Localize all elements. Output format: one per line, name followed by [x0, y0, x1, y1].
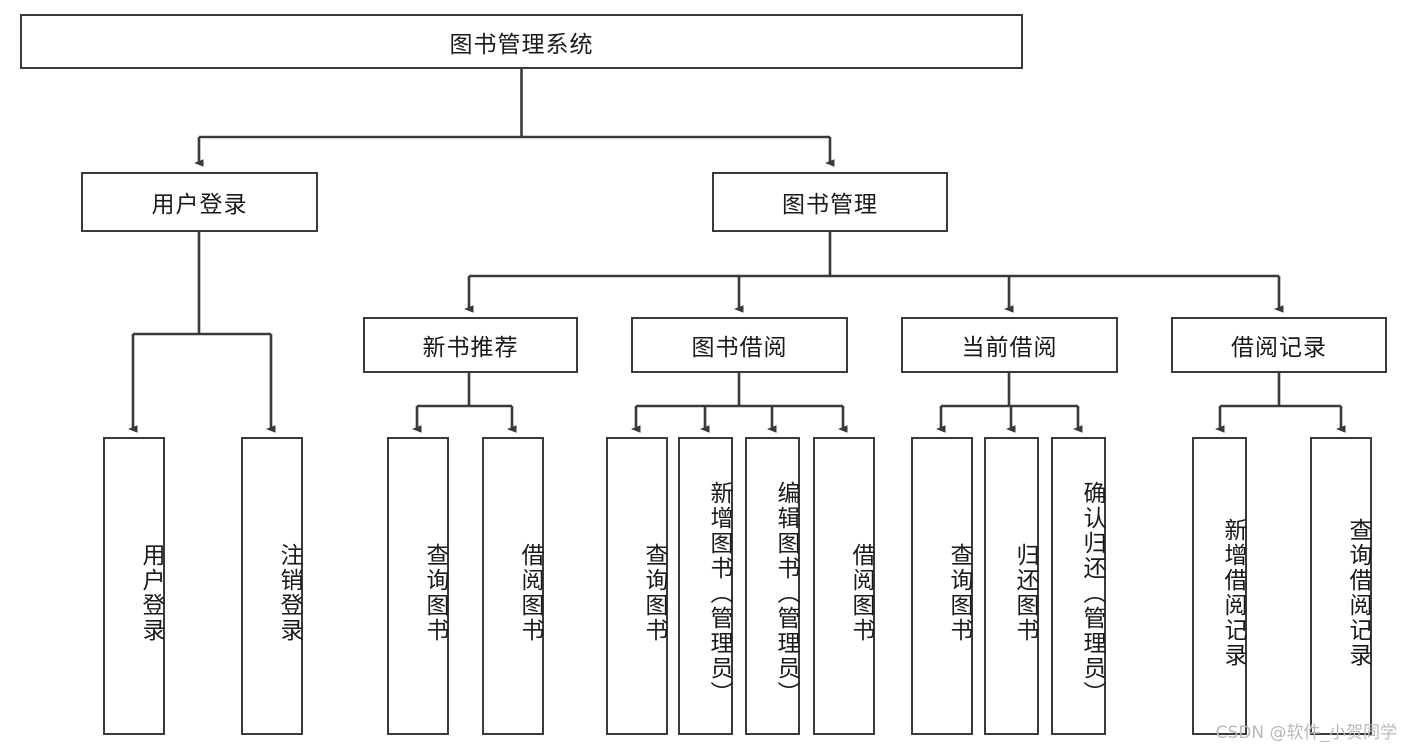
node-label: 新增图书（管理员）	[706, 480, 732, 706]
node-label: 用户登录	[138, 543, 164, 643]
leaf-edit-book-admin[interactable]: 编辑图书（管理员）	[745, 437, 800, 735]
leaf-query-book-recommend[interactable]: 查询图书	[387, 437, 449, 735]
leaf-confirm-return-admin[interactable]: 确认归还（管理员）	[1051, 437, 1106, 735]
node-label: 借阅图书	[848, 543, 874, 643]
node-label: 图书管理系统	[449, 31, 594, 58]
leaf-user-login[interactable]: 用户登录	[103, 437, 165, 735]
node-user-login[interactable]: 用户登录	[81, 172, 318, 232]
node-root[interactable]: 图书管理系统	[20, 14, 1023, 69]
node-label: 图书管理	[782, 192, 878, 218]
node-label: 用户登录	[151, 192, 248, 218]
node-label: 查询借阅记录	[1345, 518, 1371, 668]
node-label: 借阅图书	[517, 543, 543, 643]
node-label: 借阅记录	[1231, 335, 1327, 361]
leaf-borrow-book[interactable]: 借阅图书	[813, 437, 875, 735]
node-label: 注销登录	[276, 543, 302, 643]
leaf-borrow-book-recommend[interactable]: 借阅图书	[482, 437, 544, 735]
node-label: 新书推荐	[422, 335, 519, 361]
node-label: 编辑图书（管理员）	[773, 480, 799, 706]
node-label: 查询图书	[422, 543, 448, 643]
node-label: 查询图书	[641, 543, 667, 643]
node-book-management[interactable]: 图书管理	[712, 172, 948, 232]
node-book-borrow[interactable]: 图书借阅	[631, 317, 848, 373]
node-current-borrow[interactable]: 当前借阅	[901, 317, 1118, 373]
leaf-return-book[interactable]: 归还图书	[984, 437, 1039, 735]
leaf-query-borrow-record[interactable]: 查询借阅记录	[1310, 437, 1372, 735]
node-label: 新增借阅记录	[1220, 518, 1246, 668]
node-label: 归还图书	[1012, 543, 1038, 643]
node-new-book-recommend[interactable]: 新书推荐	[363, 317, 578, 373]
leaf-query-book-borrow[interactable]: 查询图书	[606, 437, 668, 735]
leaf-query-book-current[interactable]: 查询图书	[911, 437, 973, 735]
leaf-add-borrow-record[interactable]: 新增借阅记录	[1192, 437, 1247, 735]
leaf-logout[interactable]: 注销登录	[241, 437, 303, 735]
node-label: 查询图书	[946, 543, 972, 643]
node-label: 图书借阅	[691, 335, 788, 361]
node-borrow-record[interactable]: 借阅记录	[1171, 317, 1387, 373]
leaf-add-book-admin[interactable]: 新增图书（管理员）	[678, 437, 733, 735]
node-label: 确认归还（管理员）	[1079, 480, 1105, 706]
node-label: 当前借阅	[961, 335, 1058, 361]
